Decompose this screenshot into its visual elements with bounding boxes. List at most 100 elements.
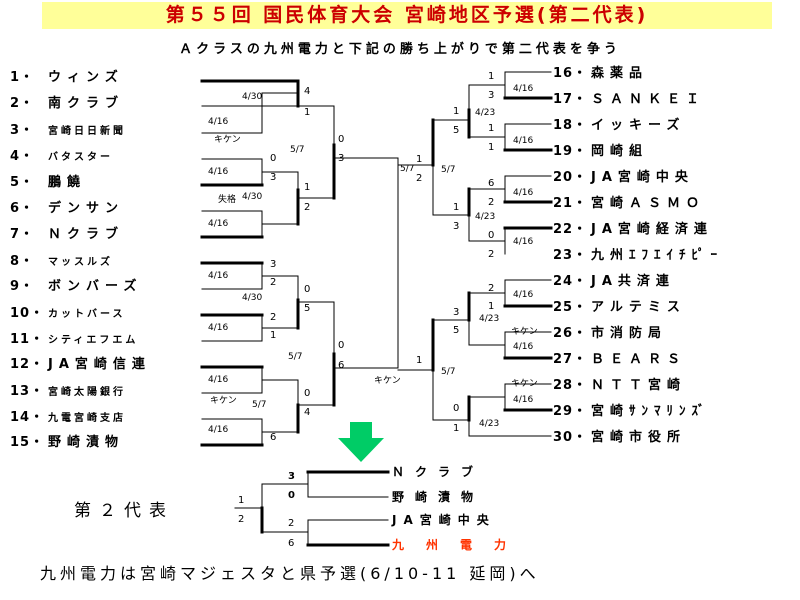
score: 1 (416, 154, 423, 165)
team-entry: 4・バタスター (10, 149, 113, 166)
match-date: 5/7 (441, 367, 456, 377)
match-date: 4/16 (513, 84, 534, 94)
team-name: 市消防局 (591, 326, 668, 341)
team-number: 25・ (553, 300, 588, 315)
team-number: 6・ (10, 201, 35, 216)
match-date: 4/23 (475, 212, 496, 222)
team-name: ボンバーズ (48, 279, 143, 294)
team-name: 九電宮崎支店 (48, 413, 126, 424)
representative-team: Ｎクラブ (392, 465, 485, 479)
team-name: Ｎクラブ (48, 227, 125, 242)
team-name: ＢＥＡＲＳ (591, 352, 687, 367)
team-name: マッスルズ (48, 257, 113, 268)
representative-heading: 第２代表 (74, 501, 174, 521)
page-title: 第５５回 国民体育大会 宮崎地区予選(第二代表) (42, 2, 772, 29)
team-number: 1・ (10, 70, 35, 85)
team-entry: 24・JA共済連 (553, 274, 675, 290)
score: 0 (453, 403, 460, 414)
score: 2 (416, 173, 423, 184)
team-name: JA共済連 (591, 274, 675, 289)
score: 4 (304, 86, 311, 97)
score: 5 (453, 325, 460, 336)
match-date: 5/7 (400, 164, 415, 174)
score: 1 (304, 107, 311, 118)
team-number: 15・ (10, 435, 45, 450)
team-number: 19・ (553, 144, 588, 159)
team-number: 20・ (553, 170, 588, 185)
team-entry: 7・Ｎクラブ (10, 227, 124, 243)
team-name: 宮崎ＡＳＭＯ (591, 196, 706, 211)
team-name: ＳＡＮＫＥＩ (591, 92, 706, 107)
score: 6 (270, 432, 277, 443)
team-entry: 21・宮崎ＡＳＭＯ (553, 196, 705, 212)
score: 0 (270, 153, 277, 164)
score: 0 (288, 490, 295, 501)
match-date: 4/16 (513, 395, 534, 405)
score: 3 (453, 307, 460, 318)
team-entry: 27・ＢＥＡＲＳ (553, 352, 686, 368)
team-entry: 8・ マッスルズ (10, 254, 113, 271)
team-entry: 25・アルテミス (553, 300, 686, 316)
team-entry: 28・ＮＴＴ宮崎 (553, 378, 686, 394)
team-name: シティエフエム (48, 335, 139, 346)
team-number: 13・ (10, 384, 45, 399)
team-number: 12・ (10, 357, 45, 372)
team-number: 18・ (553, 118, 588, 133)
team-number: 16・ (553, 66, 588, 81)
match-date: 4/16 (208, 375, 229, 385)
team-name: ウィンズ (48, 70, 124, 85)
team-entry: 10・カットバース (10, 306, 126, 323)
score: 0 (488, 230, 495, 241)
score: 3 (488, 90, 495, 101)
score: 1 (238, 495, 245, 506)
match-date: 4/30 (242, 192, 263, 202)
team-entry: 17・ＳＡＮＫＥＩ (553, 92, 705, 108)
team-entry: 30・宮崎市役所 (553, 430, 686, 446)
score: 1 (488, 71, 495, 82)
team-entry: 15・野崎漬物 (10, 435, 124, 451)
match-date: 4/16 (513, 188, 534, 198)
score: 4 (304, 407, 311, 418)
team-number: 14・ (10, 410, 45, 425)
team-number: 2・ (10, 96, 35, 111)
representative-team: JA宮崎中央 (392, 513, 496, 527)
match-date: 4/30 (242, 92, 263, 102)
score: 3 (338, 153, 345, 164)
match-date: 5/7 (441, 165, 456, 175)
match-status: キケン (374, 376, 401, 386)
team-entry: 5・鵬饒 (10, 175, 86, 191)
score: 6 (288, 538, 295, 549)
team-number: 24・ (553, 274, 588, 289)
down-arrow-icon (338, 422, 384, 462)
team-number: 27・ (553, 352, 588, 367)
match-date: 4/30 (242, 293, 263, 303)
score: 1 (270, 330, 277, 341)
team-number: 21・ (553, 196, 588, 211)
team-entry: 2・南クラブ (10, 96, 124, 112)
team-name: 宮崎日日新聞 (48, 126, 126, 137)
team-number: 9・ (10, 279, 35, 294)
match-status: キケン (210, 396, 237, 406)
team-number: 5・ (10, 175, 35, 190)
team-name: JA宮崎中央 (591, 170, 694, 185)
score: 2 (270, 277, 277, 288)
team-entry: 9・ボンバーズ (10, 279, 142, 295)
team-name: 岡崎組 (591, 144, 649, 159)
match-date: 4/16 (208, 167, 229, 177)
match-status: キケン (511, 327, 538, 337)
match-date: 4/23 (475, 108, 496, 118)
match-status: キケン (511, 379, 538, 389)
match-date: 4/16 (513, 237, 534, 247)
team-name: 九州ｴﾌｴｲﾁﾋﾟｰ (591, 248, 724, 263)
match-date: 4/16 (513, 136, 534, 146)
team-entry: 14・九電宮崎支店 (10, 410, 126, 427)
score: 2 (488, 249, 495, 260)
team-number: 30・ (553, 430, 588, 445)
score: 2 (488, 197, 495, 208)
match-date: 4/16 (208, 323, 229, 333)
team-number: 23・ (553, 248, 588, 263)
score: 0 (304, 284, 311, 295)
team-number: 8・ (10, 254, 35, 269)
team-entry: 3・宮崎日日新聞 (10, 123, 126, 140)
team-entry: 6・デンサン (10, 201, 124, 217)
